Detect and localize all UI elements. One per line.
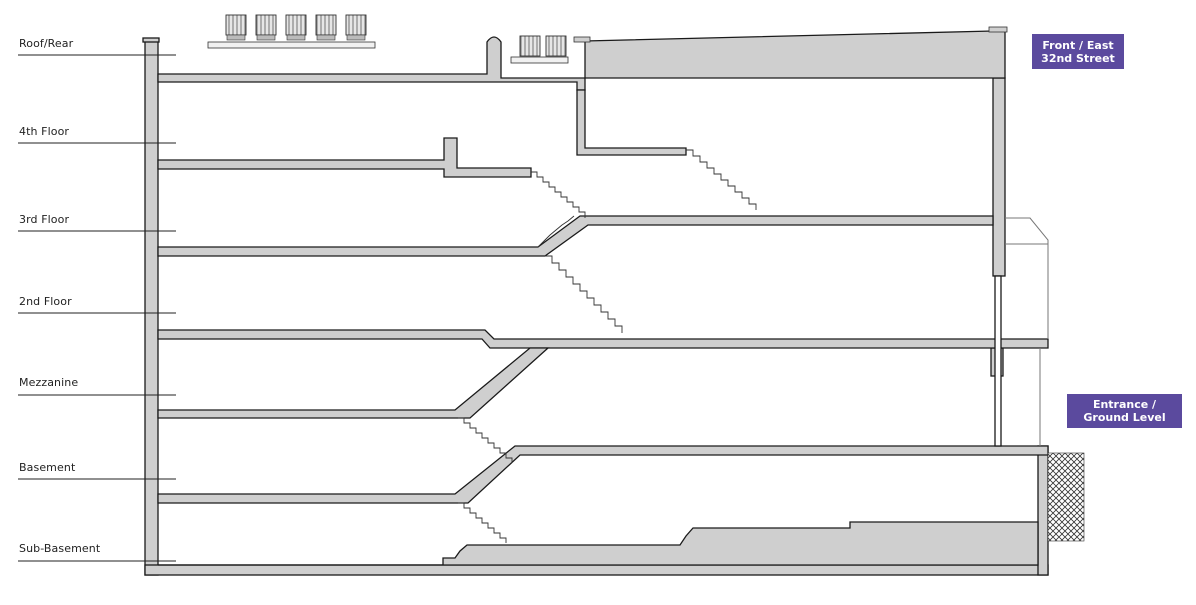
front-wall-lower: [1037, 445, 1049, 576]
hvac-unit-icon: [345, 14, 367, 41]
entrance-callout-line2: Ground Level: [1083, 411, 1166, 424]
floor-label-mezzanine: Mezzanine: [19, 376, 79, 389]
brick-hatch-icon: [1047, 452, 1085, 542]
hvac-unit-icon: [255, 14, 277, 41]
hvac-unit-icon: [545, 35, 567, 57]
front-wall-upper: [992, 77, 1006, 277]
stair-3-2: [545, 255, 623, 333]
stair-4-3-front: [686, 149, 757, 210]
front-callout-line2: 32nd Street: [1041, 51, 1115, 65]
stair-3-nosing: [537, 215, 575, 248]
fourth-floor-slab: [157, 137, 532, 178]
stair-basement-sub: [458, 502, 507, 543]
structure: [142, 30, 1049, 576]
mezzanine-slab: [157, 347, 550, 419]
floor-label-second: 2nd Floor: [19, 295, 72, 308]
hvac-unit-icon: [519, 35, 541, 57]
roof-platform: [207, 41, 376, 49]
basement-slab: [157, 445, 1049, 504]
front-callout-line1: Front / East: [1042, 38, 1114, 52]
fourth-floor-front-slab: [576, 89, 687, 156]
stairs: [458, 149, 757, 543]
rear-wall: [144, 39, 159, 576]
front-glazing: [994, 275, 1002, 447]
roof-hatch: [573, 36, 591, 43]
floor-label-roof: Roof/Rear: [19, 37, 74, 50]
label-leaders: [18, 54, 176, 562]
entrance-callout: Entrance / Ground Level: [1067, 394, 1182, 428]
sub-basement-floor: [158, 521, 1039, 566]
stair-4-3-rear: [531, 171, 586, 218]
rooftop-units: [207, 14, 1008, 64]
hvac-unit-icon: [315, 14, 337, 41]
storefront-projection: [1005, 217, 1049, 446]
front-street-callout: Front / East 32nd Street: [1032, 34, 1124, 69]
floor-label-sub-basement: Sub-Basement: [19, 542, 101, 555]
floor-label-fourth: 4th Floor: [19, 125, 70, 138]
roof-platform-2: [510, 56, 569, 64]
bottom-slab: [144, 564, 1049, 576]
hvac-unit-icon: [285, 14, 307, 41]
rear-parapet: [142, 37, 160, 43]
floor-label-basement: Basement: [19, 461, 76, 474]
entrance-callout-line1: Entrance /: [1092, 398, 1157, 411]
hvac-unit-icon: [225, 14, 247, 41]
third-floor-slab: [157, 215, 994, 257]
stair-mezz-basement: [458, 417, 513, 463]
second-floor-slab: [157, 329, 1049, 349]
front-parapet: [988, 26, 1008, 33]
floor-label-third: 3rd Floor: [19, 213, 70, 226]
